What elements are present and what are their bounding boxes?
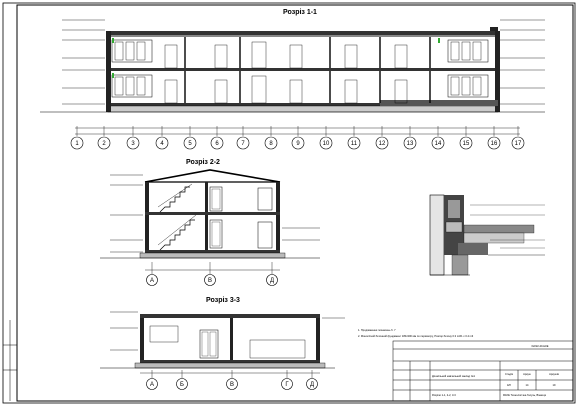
axis-label: 17 bbox=[515, 141, 522, 147]
axis-marker: 4 bbox=[155, 126, 169, 150]
axis-marker: 5 bbox=[183, 126, 197, 150]
axis-marker: 16 bbox=[487, 126, 501, 150]
axis-label: 7 bbox=[241, 141, 245, 147]
section-2-2-building bbox=[100, 169, 320, 271]
axis-label: 1 bbox=[75, 141, 79, 147]
section-1-1-building bbox=[40, 27, 545, 113]
section-2-2-axes: А В Д bbox=[146, 262, 278, 286]
axis-marker: 10 bbox=[319, 126, 333, 150]
axis-label: Б bbox=[180, 382, 184, 388]
axis-marker: 7 bbox=[236, 126, 250, 150]
axis-label: В bbox=[208, 278, 212, 284]
axis-marker: В bbox=[226, 370, 238, 390]
axis-label: 5 bbox=[188, 141, 192, 147]
axis-label: 10 bbox=[323, 141, 330, 147]
section-1-1-levels bbox=[62, 19, 545, 105]
axis-marker: Б bbox=[176, 370, 188, 390]
title-block-sheets-label: Аркушів bbox=[549, 372, 559, 376]
note-2: 2. Монолітний бетонний фундамент 180x300… bbox=[358, 334, 474, 338]
axis-marker: 12 bbox=[375, 126, 389, 150]
title-block-stage: ЕП bbox=[507, 383, 511, 387]
axis-marker: 6 bbox=[210, 126, 224, 150]
axis-marker: 15 bbox=[459, 126, 473, 150]
axis-label: 13 bbox=[407, 141, 414, 147]
axis-marker: 9 bbox=[291, 126, 305, 150]
title-block-code: 02222-20-НКЕ bbox=[532, 344, 549, 348]
section-1-1-axes: 1 2 3 4 5 6 7 8 9 10 11 12 13 14 15 16 1… bbox=[70, 126, 525, 150]
axis-label: 15 bbox=[463, 141, 470, 147]
axis-label: А bbox=[150, 278, 154, 284]
axis-label: 8 bbox=[269, 141, 273, 147]
section-1-1-title: Розріз 1-1 bbox=[283, 8, 317, 16]
title-block-sheet-title: Розрізи 1-1, 2-2, 3-3 bbox=[432, 393, 456, 397]
axis-marker: А bbox=[146, 370, 158, 390]
axis-label: 11 bbox=[351, 141, 358, 147]
axis-marker: 1 bbox=[70, 126, 84, 150]
axis-marker: Д bbox=[306, 370, 318, 390]
section-3-3-building bbox=[100, 311, 345, 374]
title-block bbox=[392, 340, 574, 402]
axis-marker: А bbox=[146, 262, 158, 286]
note-1: 1. Продовження позначень б. 7 bbox=[358, 328, 396, 332]
section-2-2-title: Розріз 2-2 bbox=[186, 158, 220, 166]
axis-marker: Д bbox=[266, 262, 278, 286]
axis-label: 6 bbox=[215, 141, 219, 147]
axis-label: В bbox=[230, 382, 234, 388]
axis-label: Д bbox=[270, 278, 274, 284]
axis-marker: 13 bbox=[403, 126, 417, 150]
axis-label: А bbox=[150, 382, 154, 388]
drawing-border bbox=[16, 4, 574, 402]
axis-marker: 8 bbox=[264, 126, 278, 150]
axis-label: 9 bbox=[296, 141, 300, 147]
axis-marker: 14 bbox=[431, 126, 445, 150]
title-block-project: Дошкільний навчальний заклад №1 bbox=[432, 374, 476, 378]
axis-marker: Г bbox=[281, 370, 293, 390]
section-3-3-title: Розріз 3-3 bbox=[206, 296, 240, 304]
axis-label: 3 bbox=[131, 141, 135, 147]
axis-label: 16 bbox=[491, 141, 498, 147]
title-block-org: ФАУЕ Технологічна Галузь, Вінниця bbox=[503, 393, 547, 397]
axis-marker: В bbox=[204, 262, 216, 286]
axis-label: 14 bbox=[435, 141, 442, 147]
axis-label: Г bbox=[285, 382, 289, 388]
axis-label: 12 bbox=[379, 141, 386, 147]
title-block-stage-label: Стадія bbox=[505, 372, 514, 376]
axis-label: Д bbox=[310, 382, 314, 388]
title-block-sheets: 19 bbox=[553, 383, 556, 387]
section-3-3-axes: А Б В Г Д bbox=[146, 370, 318, 390]
axis-marker: 17 bbox=[511, 126, 525, 150]
binding-strip bbox=[3, 320, 17, 401]
axis-marker: 11 bbox=[347, 126, 361, 150]
title-block-sheet: 14 bbox=[526, 383, 529, 387]
axis-marker: 2 bbox=[97, 126, 111, 150]
wall-detail bbox=[429, 194, 545, 276]
section-1-1-dimensions bbox=[75, 127, 520, 135]
sheet-frame bbox=[2, 2, 576, 404]
axis-label: 4 bbox=[160, 141, 164, 147]
axis-label: 2 bbox=[102, 141, 106, 147]
title-block-sheet-label: Аркуш bbox=[523, 372, 531, 376]
axis-marker: 3 bbox=[126, 126, 140, 150]
